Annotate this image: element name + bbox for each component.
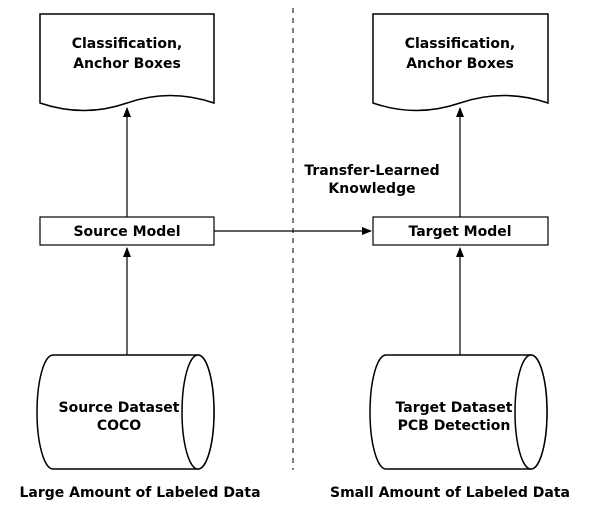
target-dataset-cylinder bbox=[369, 354, 548, 470]
source-model-box bbox=[39, 216, 215, 246]
right-output-shape bbox=[372, 13, 549, 112]
right-output-label-line2: Anchor Boxes bbox=[406, 56, 514, 72]
right-output-label-line1: Classification, bbox=[405, 36, 516, 52]
left-output-label-line1: Classification, bbox=[72, 36, 183, 52]
left-caption: Large Amount of Labeled Data bbox=[19, 485, 260, 501]
left-output-shape bbox=[39, 13, 215, 112]
right-caption: Small Amount of Labeled Data bbox=[330, 485, 570, 501]
source-dataset-label-line2: COCO bbox=[97, 418, 141, 434]
target-dataset-label-line2: PCB Detection bbox=[398, 418, 511, 434]
target-dataset-label-line1: Target Dataset bbox=[396, 400, 513, 416]
target-model-label: Target Model bbox=[408, 224, 511, 240]
source-dataset-cylinder bbox=[36, 354, 215, 470]
source-dataset-label-line1: Source Dataset bbox=[59, 400, 180, 416]
left-output-label-line2: Anchor Boxes bbox=[73, 56, 181, 72]
transfer-label-line1: Transfer-Learned bbox=[304, 163, 439, 179]
target-model-box bbox=[372, 216, 549, 246]
source-model-label: Source Model bbox=[73, 224, 180, 240]
transfer-label-line2: Knowledge bbox=[328, 181, 415, 197]
